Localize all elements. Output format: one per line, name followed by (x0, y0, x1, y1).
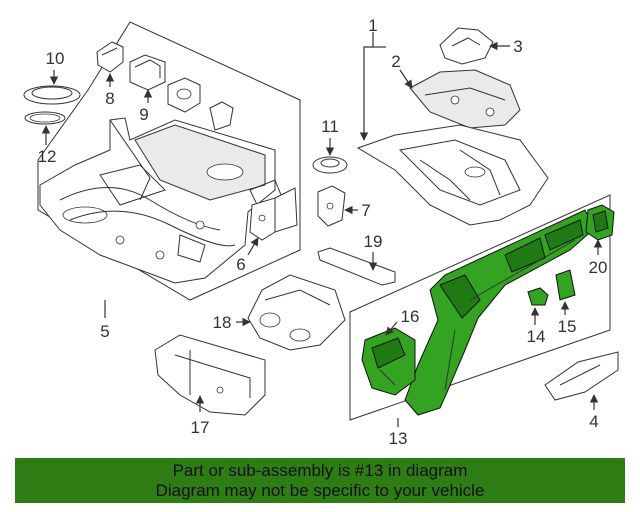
part-17-bracket[interactable] (154, 334, 266, 416)
callout-14: 14 (527, 327, 546, 346)
part-bracket-b[interactable] (209, 101, 234, 131)
callout-12: 12 (38, 147, 57, 166)
callout-19: 19 (364, 232, 383, 251)
callout-17: 17 (191, 418, 210, 437)
part-12-ring[interactable] (24, 111, 66, 125)
callout-labels: 1 2 3 4 5 6 7 8 9 10 11 12 13 14 15 16 1… (38, 16, 608, 448)
part-15-bracket[interactable] (555, 269, 576, 301)
callout-9: 9 (139, 105, 148, 124)
part-3-bracket[interactable] (439, 27, 494, 65)
part-14-clip[interactable] (527, 287, 549, 306)
part-4-bracket[interactable] (544, 351, 619, 401)
info-banner: Part or sub-assembly is #13 in diagram D… (15, 458, 625, 503)
parts-diagram: 1 2 3 4 5 6 7 8 9 10 11 12 13 14 15 16 1… (23, 16, 619, 448)
callout-10: 10 (46, 49, 65, 68)
part-9-bracket[interactable] (129, 54, 166, 91)
callout-13[interactable]: 13 (389, 429, 408, 448)
callout-3: 3 (513, 37, 522, 56)
banner-line-2: Diagram may not be specific to your vehi… (155, 480, 485, 500)
part-16-bracket[interactable] (361, 327, 416, 396)
callout-16: 16 (401, 307, 420, 326)
banner-line-1: Part or sub-assembly is #13 in diagram (172, 460, 468, 480)
leader-lines (41, 32, 603, 427)
part-2-panel[interactable] (409, 69, 521, 129)
part-11-plug[interactable] (312, 156, 348, 174)
callout-2: 2 (391, 52, 400, 71)
part-1-floor[interactable] (356, 124, 549, 226)
callout-8: 8 (105, 89, 114, 108)
callout-20: 20 (589, 258, 608, 277)
part-8-bracket[interactable] (96, 41, 124, 73)
part-7-bracket[interactable] (317, 185, 346, 227)
part-19-bar[interactable] (317, 247, 396, 286)
part-6-bracket[interactable] (249, 187, 298, 241)
part-20-cap[interactable] (585, 204, 615, 241)
callout-11: 11 (321, 117, 339, 136)
callout-18: 18 (213, 313, 232, 332)
part-5-rear-floor[interactable] (39, 117, 284, 284)
part-18-crossmember[interactable] (247, 274, 346, 351)
callout-1: 1 (368, 16, 377, 35)
callout-5: 5 (100, 322, 109, 341)
part-10-grommet[interactable] (23, 85, 81, 105)
part-bracket-a[interactable] (167, 77, 201, 113)
group-outline-13 (349, 194, 611, 421)
callout-15: 15 (558, 317, 577, 336)
callout-7: 7 (361, 201, 370, 220)
callout-6: 6 (236, 255, 245, 274)
callout-4: 4 (589, 412, 598, 431)
